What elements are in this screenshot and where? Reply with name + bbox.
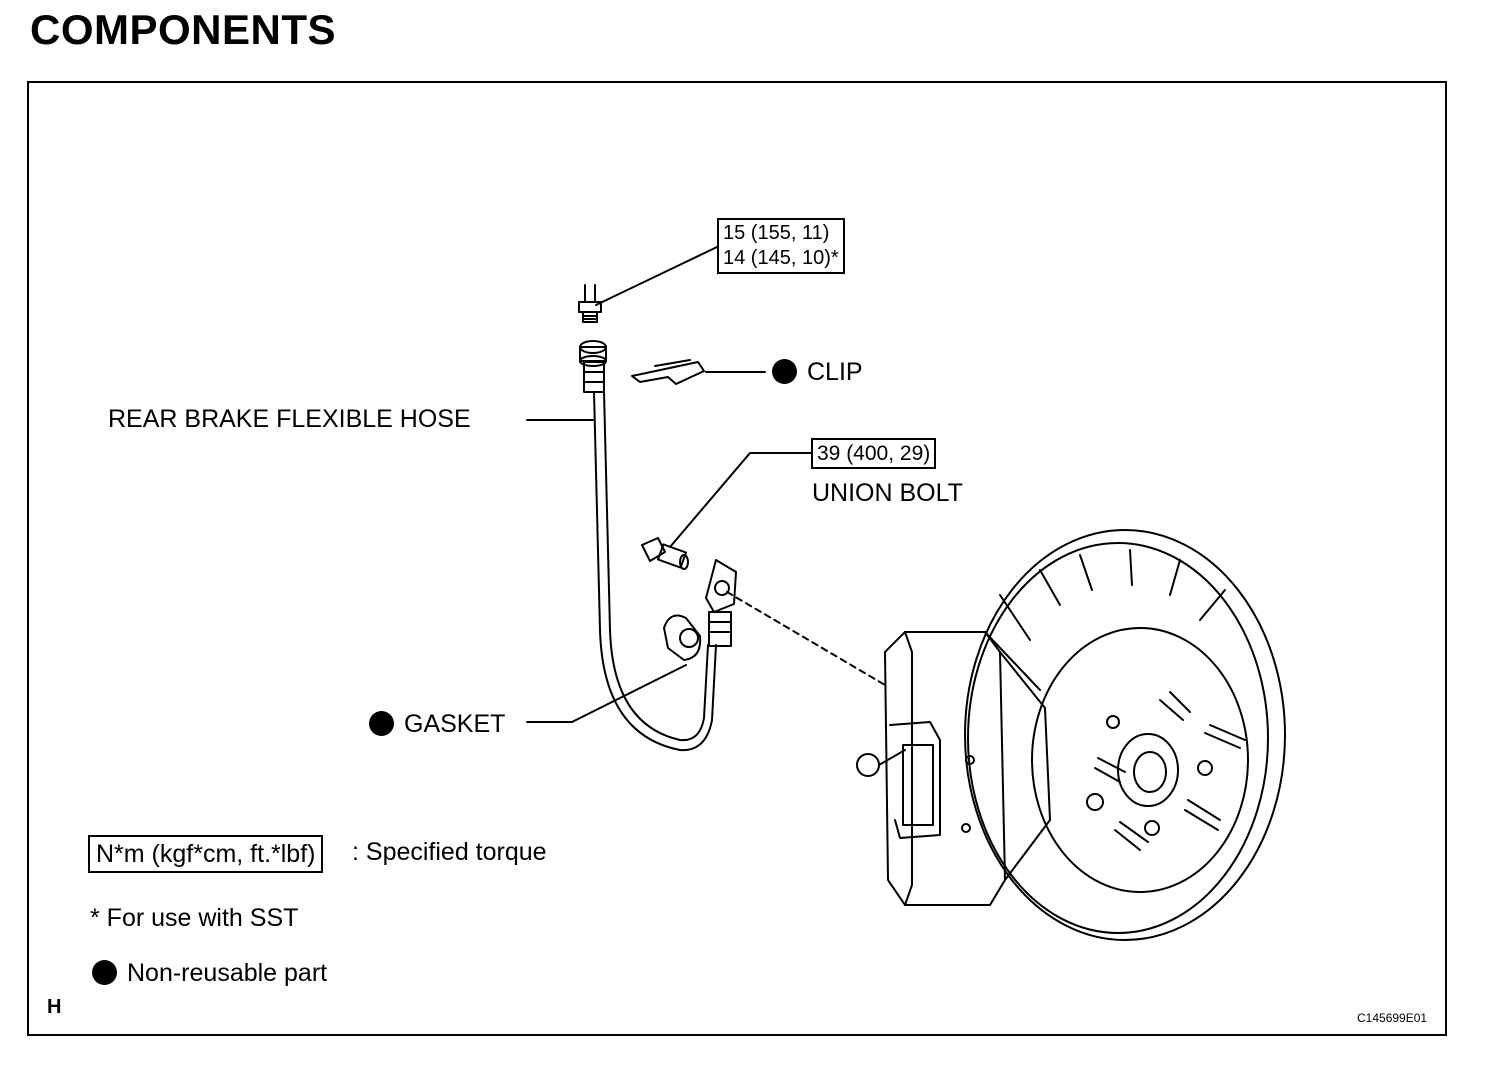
gasket-label-text: GASKET xyxy=(404,710,506,738)
hose-lower-fitting xyxy=(705,559,737,647)
clip-label-text: CLIP xyxy=(807,358,863,386)
dashed-assembly-line xyxy=(726,591,886,686)
gasket-label: GASKET xyxy=(369,710,505,739)
leader-line-union-bolt xyxy=(669,452,812,548)
hose-label: REAR BRAKE FLEXIBLE HOSE xyxy=(108,405,471,433)
leader-line-gasket xyxy=(526,664,687,723)
clip-label: CLIP xyxy=(772,358,863,387)
legend-torque-description: : Specified torque xyxy=(352,838,547,866)
legend-non-reusable: Non-reusable part xyxy=(92,959,327,988)
brake-caliper xyxy=(856,631,1051,906)
corner-mark: H xyxy=(47,996,62,1018)
leader-line-top-torque xyxy=(595,246,718,306)
legend-sst-note: * For use with SST xyxy=(90,904,299,932)
torque-spec-line-2: 14 (145, 10)* xyxy=(723,247,839,269)
clip-part xyxy=(631,359,705,385)
legend-non-reusable-text: Non-reusable part xyxy=(127,959,328,987)
wheel-studs xyxy=(1086,691,1246,851)
filled-circle-icon xyxy=(369,711,394,736)
torque-spec-box-flare-nut: 15 (155, 11) 14 (145, 10)* xyxy=(717,218,845,274)
page-title: COMPONENTS xyxy=(30,6,337,53)
diagram-frame xyxy=(27,81,1447,1036)
figure-code: C145699E01 xyxy=(1357,1011,1428,1025)
legend-torque-unit-box: N*m (kgf*cm, ft.*lbf) xyxy=(88,835,324,873)
torque-spec-box-union-bolt: 39 (400, 29) xyxy=(811,438,937,469)
torque-spec-line-1: 15 (155, 11) xyxy=(723,222,830,244)
rear-brake-flexible-hose xyxy=(593,391,717,752)
union-bolt-label: UNION BOLT xyxy=(812,479,963,507)
filled-circle-icon xyxy=(92,960,117,985)
hose-upper-fitting xyxy=(579,340,607,393)
union-bolt-part xyxy=(641,537,689,570)
brake-disc xyxy=(964,529,1286,941)
gasket-part xyxy=(663,614,702,661)
filled-circle-icon xyxy=(772,359,797,384)
flare-nut-fitting xyxy=(578,284,602,323)
